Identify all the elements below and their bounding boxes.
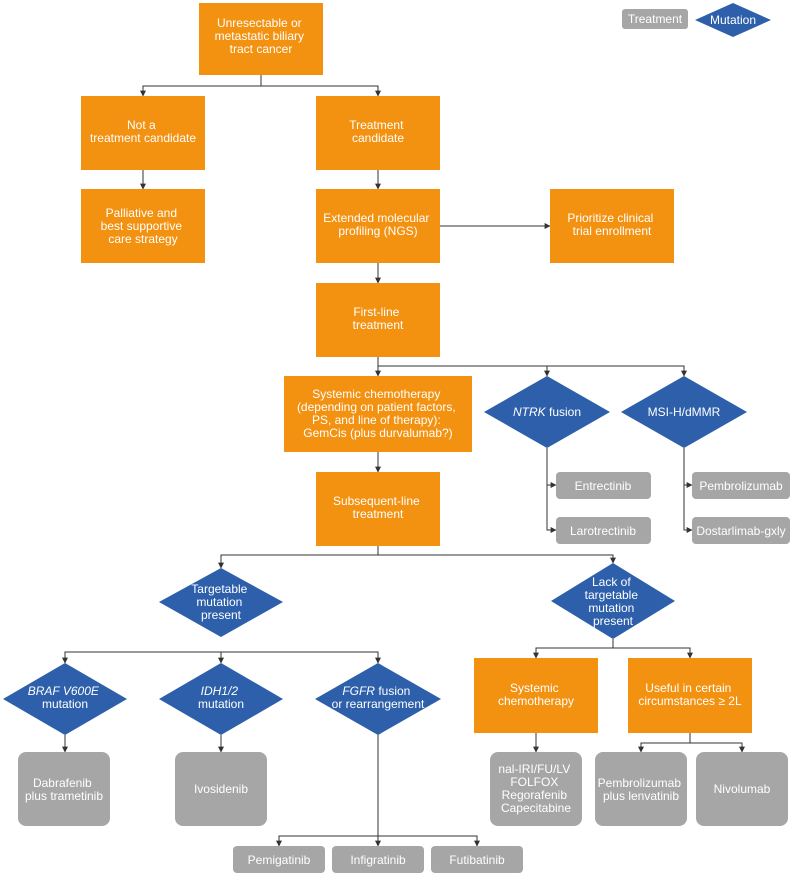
first-line-label: First-line treatment <box>353 305 404 332</box>
legend-mutation-swatch <box>695 3 771 37</box>
idh-diamond: IDH1/2 mutation <box>159 663 283 735</box>
chemo-box: Systemic chemotherapy (depending on pati… <box>284 376 472 452</box>
trial-label: Prioritize clinical trial enrollment <box>567 211 656 238</box>
targetable-diamond: Targetable mutation present <box>159 568 283 637</box>
pembro-lenva-label: Pembrolizumab plus lenvatinib <box>598 776 685 803</box>
lack-label: Lack of targetable mutation present <box>585 575 642 628</box>
futibatinib-label: Futibatinib <box>449 853 505 867</box>
msi-diamond: MSI-H/dMMR <box>621 376 747 448</box>
dostarlimab-label: Dostarlimab-gxly <box>696 524 785 538</box>
first-line-box: First-line treatment <box>316 283 440 357</box>
candidate-label: Treatment candidate <box>349 118 407 145</box>
legend: Treatment Mutation <box>622 3 771 37</box>
entrectinib-box: Entrectinib <box>556 472 651 499</box>
ivosidenib-box: Ivosidenib <box>175 752 267 826</box>
ivosidenib-label: Ivosidenib <box>194 782 248 796</box>
connectors <box>62 75 745 847</box>
chemo-list-label: nal-IRI/FU/LV FOLFOX Regorafenib Capecit… <box>498 762 573 815</box>
pembro-lenva-box: Pembrolizumab plus lenvatinib <box>595 752 687 826</box>
useful-box: Useful in certain circumstances ≥ 2L <box>628 658 752 733</box>
legend-treatment-label: Treatment <box>628 12 683 26</box>
palliative-label: Palliative and best supportive care stra… <box>101 206 186 246</box>
not-candidate-box: Not a treatment candidate <box>81 96 205 170</box>
futibatinib-box: Futibatinib <box>431 846 523 873</box>
fgfr-label: FGFR fusion or rearrangement <box>332 684 425 711</box>
pemigatinib-label: Pemigatinib <box>248 853 311 867</box>
pembrolizumab-label: Pembrolizumab <box>699 479 783 493</box>
legend-mutation-label: Mutation <box>710 13 756 27</box>
ngs-box: Extended molecular profiling (NGS) <box>316 189 440 263</box>
subsequent-box: Subsequent-line treatment <box>316 472 440 546</box>
not-candidate-label: Not a treatment candidate <box>90 118 196 145</box>
larotrectinib-label: Larotrectinib <box>570 524 636 538</box>
candidate-box: Treatment candidate <box>316 96 440 170</box>
pemigatinib-box: Pemigatinib <box>233 846 325 873</box>
idh-label: IDH1/2 mutation <box>198 684 244 711</box>
root-box: Unresectable or metastatic biliary tract… <box>199 3 323 75</box>
dabrafenib-box: Dabrafenib plus trametinib <box>18 752 110 826</box>
chemo-label: Systemic chemotherapy (depending on pati… <box>297 387 459 440</box>
nivolumab-label: Nivolumab <box>714 782 771 796</box>
systemic-chemo-label: Systemic chemotherapy <box>498 681 574 708</box>
lack-diamond: Lack of targetable mutation present <box>551 563 675 639</box>
entrectinib-label: Entrectinib <box>575 479 632 493</box>
braf-label: BRAF V600E mutation <box>28 684 103 711</box>
legend-treatment-swatch <box>622 9 688 29</box>
useful-label: Useful in certain circumstances ≥ 2L <box>638 681 742 708</box>
ngs-label: Extended molecular profiling (NGS) <box>323 211 432 238</box>
chemo-list-box: nal-IRI/FU/LV FOLFOX Regorafenib Capecit… <box>490 752 582 826</box>
palliative-box: Palliative and best supportive care stra… <box>81 189 205 263</box>
root-label: Unresectable or metastatic biliary tract… <box>215 16 308 56</box>
infigratinib-label: Infigratinib <box>350 853 406 867</box>
systemic-chemo-box: Systemic chemotherapy <box>474 658 598 733</box>
subsequent-label: Subsequent-line treatment <box>333 494 423 521</box>
targetable-label: Targetable mutation present <box>191 582 250 622</box>
pembrolizumab-box: Pembrolizumab <box>692 472 790 499</box>
dostarlimab-box: Dostarlimab-gxly <box>692 517 790 544</box>
ntrk-diamond: NTRK fusion <box>484 376 610 448</box>
infigratinib-box: Infigratinib <box>332 846 424 873</box>
trial-box: Prioritize clinical trial enrollment <box>550 189 674 263</box>
nivolumab-box: Nivolumab <box>696 752 788 826</box>
ntrk-label: NTRK fusion <box>513 405 581 419</box>
braf-diamond: BRAF V600E mutation <box>3 663 127 735</box>
fgfr-diamond: FGFR fusion or rearrangement <box>315 663 441 735</box>
dabrafenib-label: Dabrafenib plus trametinib <box>25 776 103 803</box>
msi-label: MSI-H/dMMR <box>648 405 721 419</box>
larotrectinib-box: Larotrectinib <box>556 517 651 544</box>
